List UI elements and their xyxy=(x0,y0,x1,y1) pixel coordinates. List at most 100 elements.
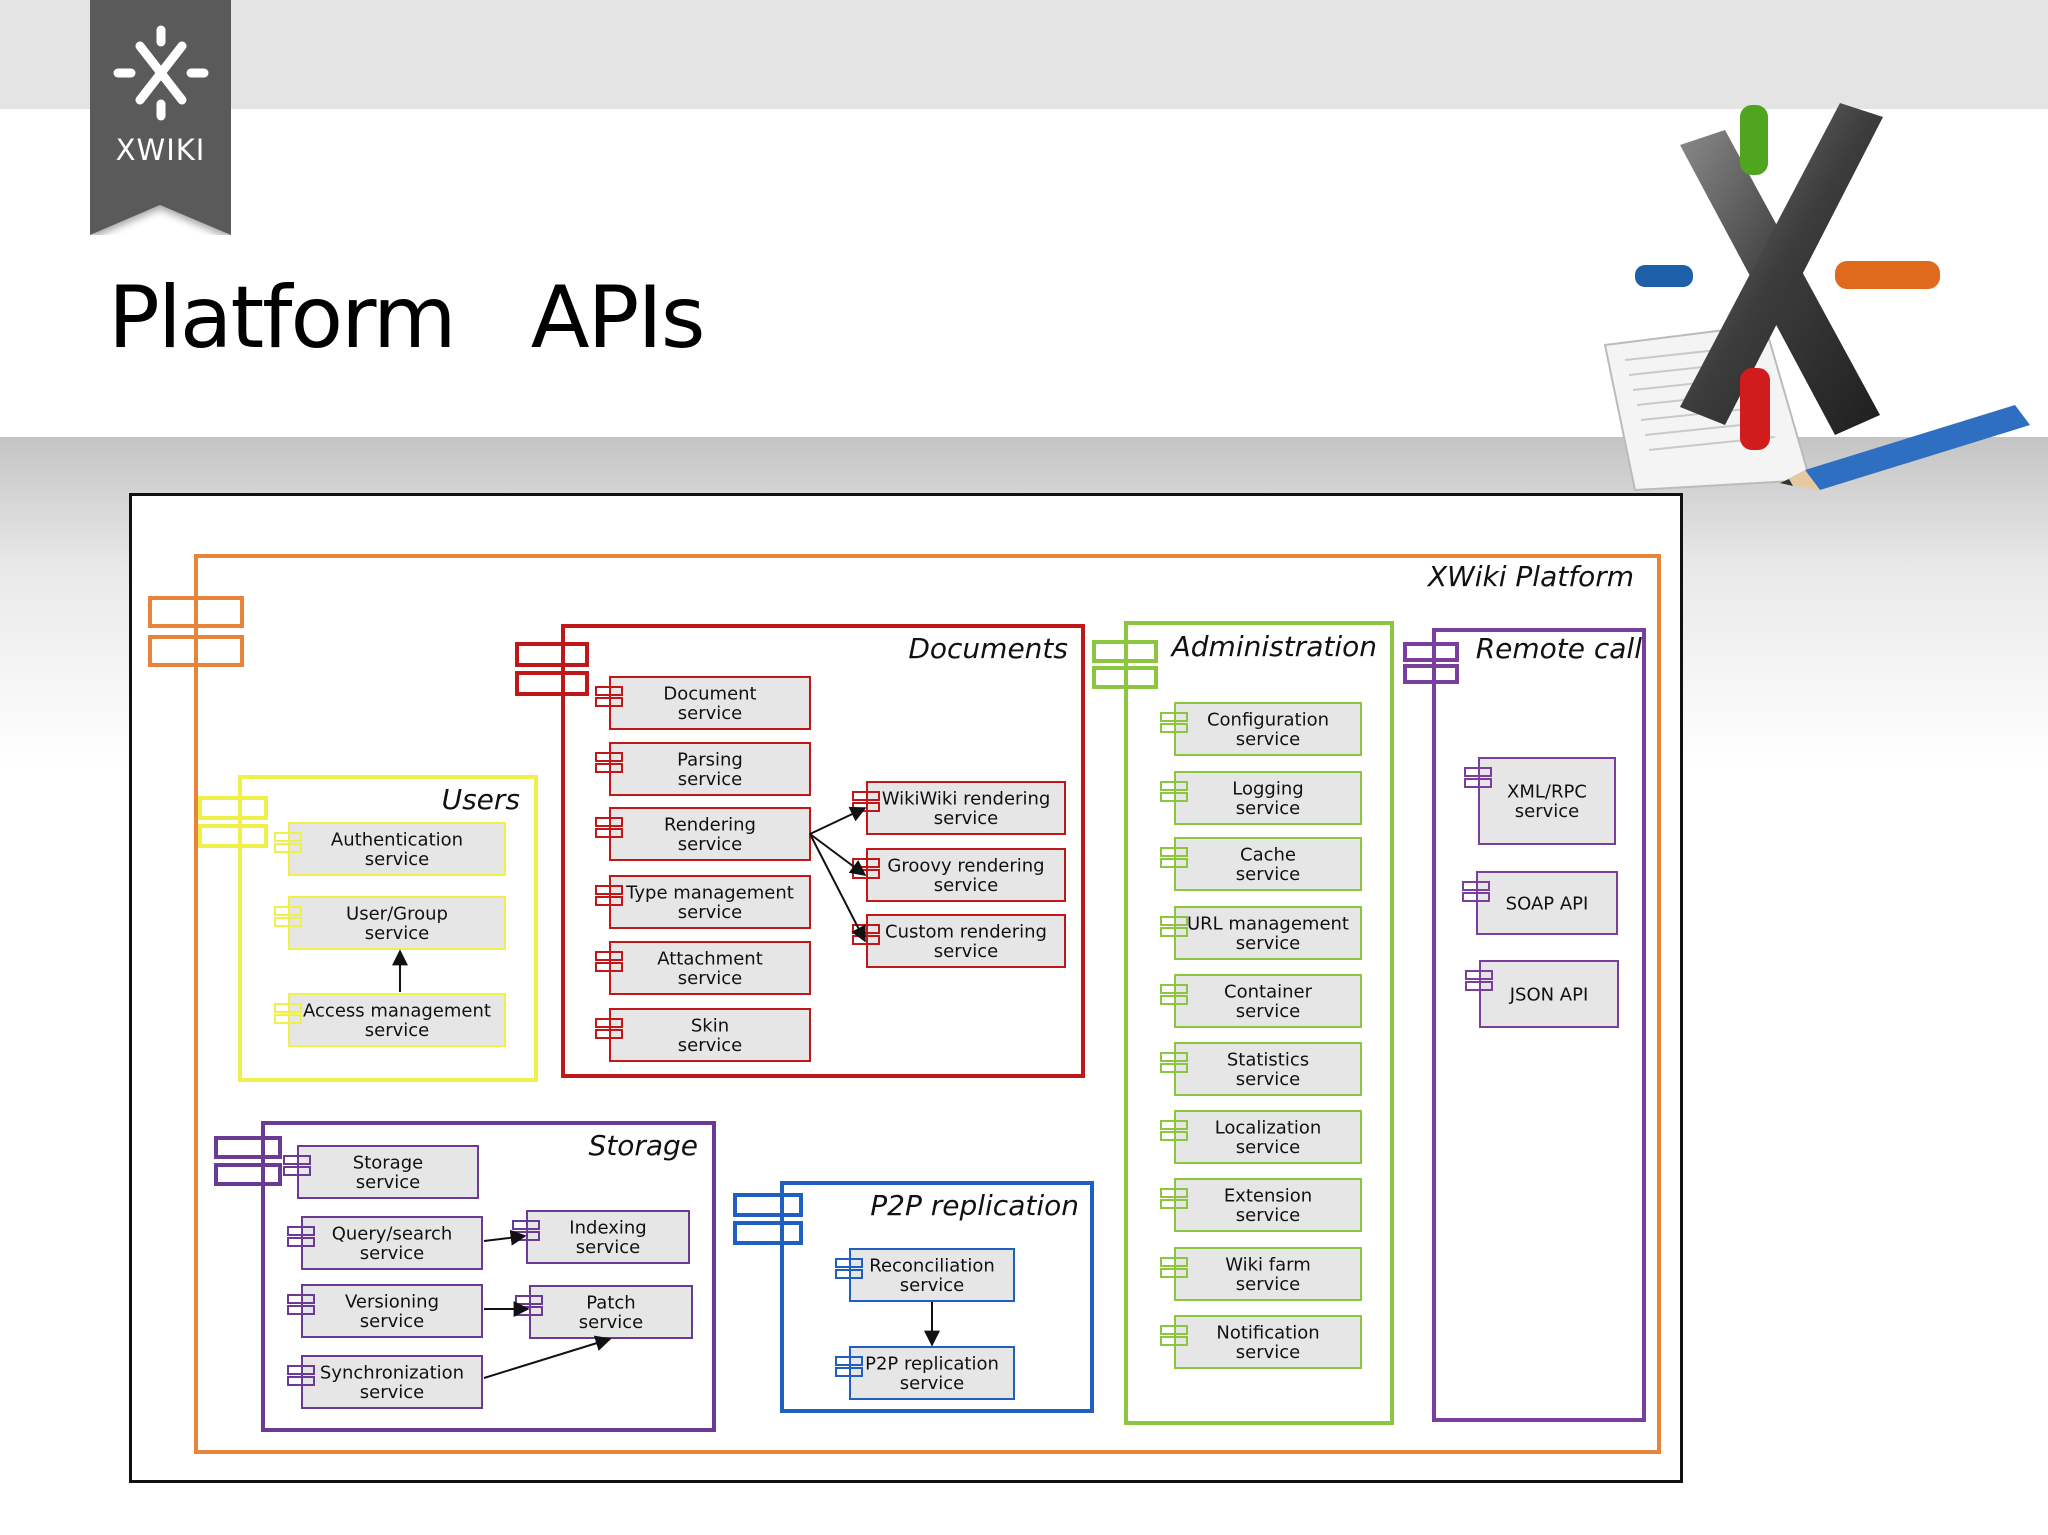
service-label: Statistics xyxy=(1227,1049,1309,1070)
header-top-band xyxy=(0,0,2048,109)
service-label: service xyxy=(900,1275,964,1296)
documents-component-icon xyxy=(515,642,589,696)
service-label: Indexing xyxy=(569,1217,646,1238)
component-icon xyxy=(595,752,623,773)
orange-dash-icon xyxy=(1835,261,1940,289)
component-icon xyxy=(274,832,302,853)
xwiki-snowflake-icon xyxy=(113,25,209,121)
service-label: service xyxy=(365,923,429,944)
component-icon xyxy=(1462,881,1490,902)
service-label: service xyxy=(934,875,998,896)
group-title-storage: Storage xyxy=(588,1129,698,1162)
service-label: service xyxy=(360,1243,424,1264)
service-label: Authentication xyxy=(331,829,463,850)
service-label: WikiWiki rendering xyxy=(882,788,1051,809)
service-label: Parsing xyxy=(677,749,743,770)
component-icon xyxy=(1160,1120,1188,1141)
service-label: service xyxy=(1236,1274,1300,1295)
component-icon xyxy=(835,1356,863,1377)
red-dash-icon xyxy=(1740,368,1770,450)
component-icon xyxy=(274,906,302,927)
pencil-icon xyxy=(1780,405,2030,490)
remote-call-component-icon xyxy=(1403,642,1459,684)
service-label: Rendering xyxy=(664,814,756,835)
component-icon xyxy=(1160,1052,1188,1073)
service-label: service xyxy=(1236,864,1300,885)
service-label: SOAP API xyxy=(1506,893,1589,914)
component-icon xyxy=(595,686,623,707)
service-label: Localization xyxy=(1215,1117,1322,1138)
service-label: service xyxy=(678,834,742,855)
component-icon xyxy=(1160,781,1188,802)
service-label: service xyxy=(1236,729,1300,750)
service-label: service xyxy=(1236,1069,1300,1090)
service-label: Versioning xyxy=(345,1291,439,1312)
component-icon xyxy=(1464,767,1492,788)
service-label: service xyxy=(1236,1205,1300,1226)
administration-component-icon xyxy=(1092,640,1158,689)
component-icon xyxy=(274,1003,302,1024)
component-icon xyxy=(1160,712,1188,733)
blue-dash-icon xyxy=(1635,265,1693,287)
dependency-arrow xyxy=(809,833,867,876)
service-label: service xyxy=(900,1373,964,1394)
service-label: Query/search xyxy=(332,1223,453,1244)
platform-container xyxy=(194,554,1661,1454)
component-icon xyxy=(1465,970,1493,991)
group-users: Users xyxy=(238,775,538,1082)
service-label: Cache xyxy=(1240,844,1296,865)
service-label: service xyxy=(365,849,429,870)
service-label: service xyxy=(360,1382,424,1403)
service-label: URL management xyxy=(1187,913,1349,934)
dependency-arrow xyxy=(809,833,866,943)
xwiki-logo xyxy=(1595,85,2040,505)
component-icon xyxy=(595,885,623,906)
group-remote: Remote call xyxy=(1432,628,1646,1422)
dependency-arrow xyxy=(483,1335,612,1379)
service-label: service xyxy=(1236,1137,1300,1158)
component-icon xyxy=(1160,916,1188,937)
group-p2p: P2P replication xyxy=(780,1181,1094,1413)
group-storage: Storage xyxy=(261,1121,716,1432)
dependency-arrow xyxy=(483,1229,527,1246)
service-label: Attachment xyxy=(657,948,763,969)
group-title-remote: Remote call xyxy=(1476,632,1643,665)
service-label: Extension xyxy=(1224,1185,1312,1206)
group-title-documents: Documents xyxy=(908,632,1068,665)
service-label: service xyxy=(678,902,742,923)
group-administration: Administration xyxy=(1124,621,1394,1425)
service-label: service xyxy=(678,769,742,790)
service-label: service xyxy=(365,1020,429,1041)
component-icon xyxy=(1160,984,1188,1005)
service-label: service xyxy=(1236,1342,1300,1363)
service-label: User/Group xyxy=(346,903,448,924)
page-title: Platform APIs xyxy=(108,268,706,368)
component-icon xyxy=(1160,847,1188,868)
service-label: Type management xyxy=(625,882,794,903)
service-label: Container xyxy=(1224,981,1313,1002)
